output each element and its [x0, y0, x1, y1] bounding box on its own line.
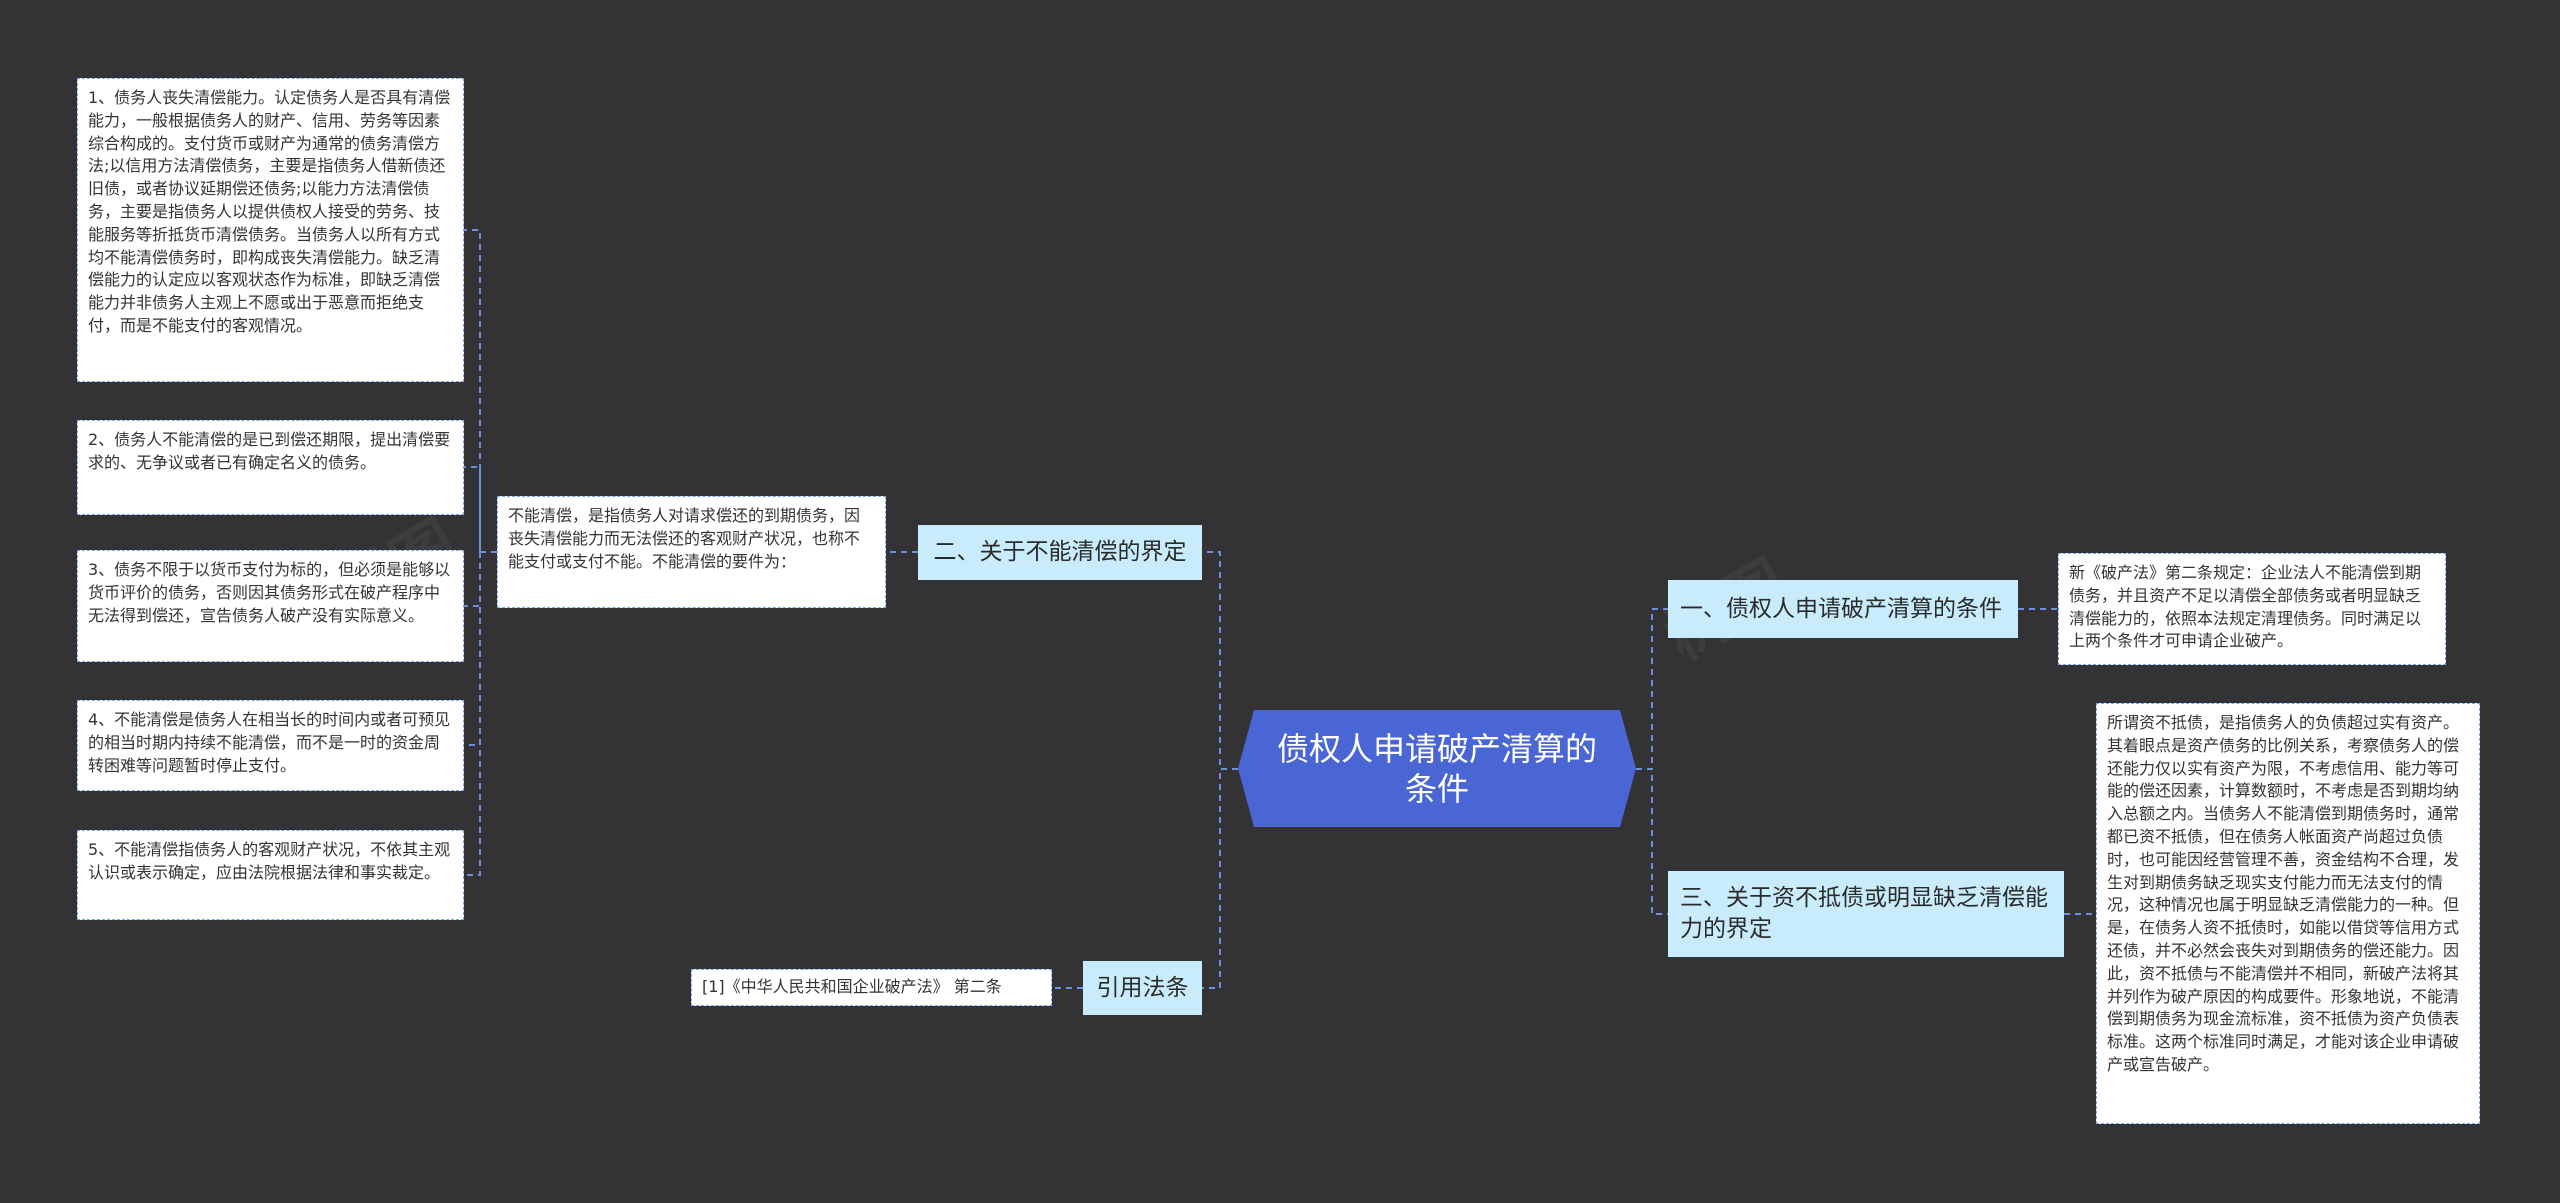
- leaf-inability-definition: 不能清偿，是指债务人对请求偿还的到期债务，因丧失清偿能力而无法偿还的客观财产状况…: [497, 496, 886, 608]
- connector-b2-items: [464, 229, 497, 876]
- leaf-conditions-text: 新《破产法》第二条规定：企业法人不能清偿到期债务，并且资产不足以清偿全部债务或者…: [2058, 553, 2446, 665]
- leaf-inability-item-2: 2、债务人不能清偿的是已到偿还期限，提出清偿要求的、无争议或者已有确定名义的债务…: [77, 420, 464, 515]
- leaf-legal-citation: [1]《中华人民共和国企业破产法》 第二条: [691, 969, 1052, 1006]
- branch-label: 引用法条: [1096, 974, 1189, 1001]
- leaf-inability-item-4: 4、不能清偿是债务人在相当长的时间内或者可预见的相当时期内持续不能清偿，而不是一…: [77, 700, 464, 791]
- connector-root-b3: [1636, 768, 1668, 915]
- branch-label: 三、关于资不抵债或明显缺乏清偿能力的界定: [1680, 885, 2048, 942]
- branch-node-legal-citation[interactable]: 引用法条: [1083, 961, 1202, 1015]
- leaf-inability-item-1: 1、债务人丧失清偿能力。认定债务人是否具有清偿能力，一般根据债务人的财产、信用、…: [77, 78, 464, 382]
- branch-node-inability-to-pay[interactable]: 二、关于不能清偿的界定: [918, 525, 1202, 580]
- leaf-inability-item-5: 5、不能清偿指债务人的客观财产状况，不依其主观认识或表示确定，应由法院根据法律和…: [77, 830, 464, 920]
- branch-node-conditions[interactable]: 一、债权人申请破产清算的条件: [1668, 580, 2018, 638]
- leaf-insolvency-text: 所谓资不抵债，是指债务人的负债超过实有资产。其着眼点是资产债务的比例关系，考察债…: [2096, 703, 2480, 1124]
- branch-node-insolvency[interactable]: 三、关于资不抵债或明显缺乏清偿能力的界定: [1668, 871, 2064, 957]
- connector-root-b1: [1636, 608, 1668, 770]
- connector-root-b2: [1202, 551, 1238, 770]
- connector-root-b4: [1202, 768, 1238, 989]
- root-node[interactable]: 债权人申请破产清算的条件: [1238, 710, 1636, 827]
- leaf-inability-item-3: 3、债务不限于以货币支付为标的，但必须是能够以货币评价的债务，否则因其债务形式在…: [77, 550, 464, 662]
- root-label: 债权人申请破产清算的条件: [1276, 729, 1597, 808]
- branch-label: 一、债权人申请破产清算的条件: [1680, 595, 2002, 622]
- branch-label: 二、关于不能清偿的界定: [933, 539, 1187, 565]
